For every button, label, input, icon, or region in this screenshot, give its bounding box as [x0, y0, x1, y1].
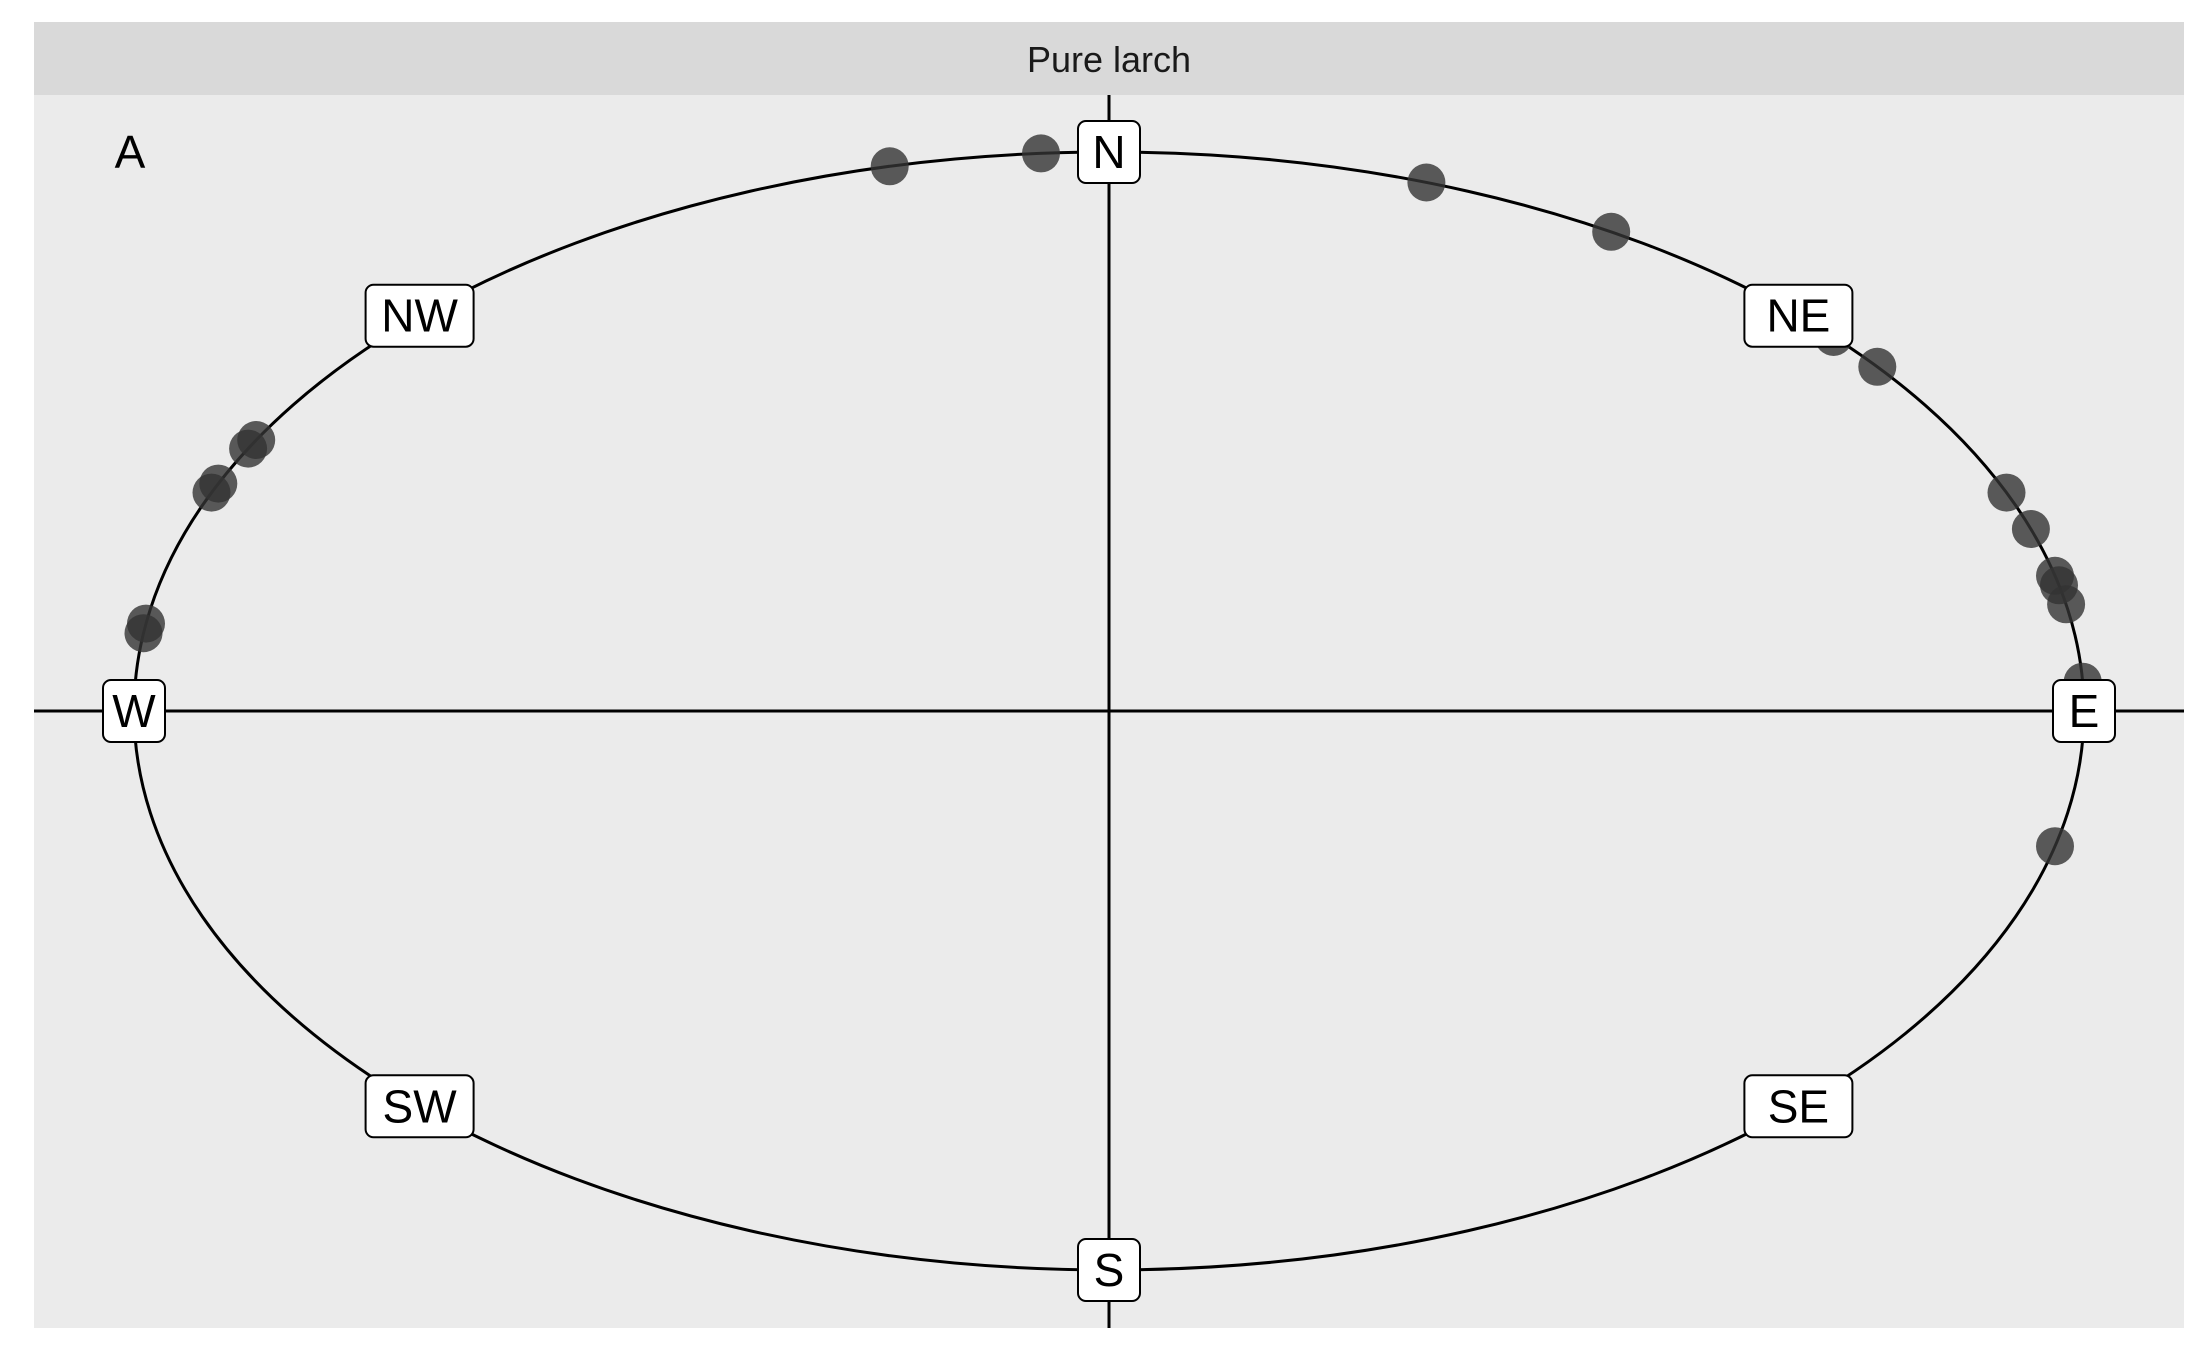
data-point — [192, 473, 231, 512]
direction-label-box — [1077, 1238, 1141, 1302]
direction-label-text: S — [1094, 1244, 1125, 1296]
data-point — [124, 614, 163, 653]
panel-tag: A — [115, 126, 146, 178]
direction-label-box — [1743, 283, 1854, 348]
facet-strip-label: Pure larch — [1027, 39, 1191, 80]
direction-label-text: W — [112, 685, 156, 737]
direction-label-box — [2052, 679, 2116, 743]
facet-strip — [34, 22, 2184, 95]
direction-label-nw: NW — [364, 283, 475, 348]
data-point — [2047, 585, 2086, 624]
data-point — [237, 421, 276, 459]
direction-label-text: NE — [1766, 290, 1830, 342]
direction-label-text: E — [2069, 685, 2100, 737]
data-point — [1858, 347, 1897, 386]
direction-label-text: NW — [381, 290, 458, 342]
direction-label-n: N — [1077, 120, 1141, 184]
data-point — [1022, 134, 1060, 173]
direction-label-text: SW — [383, 1080, 458, 1132]
data-point — [1592, 212, 1631, 251]
direction-label-text: SE — [1768, 1080, 1829, 1132]
direction-label-w: W — [102, 679, 166, 743]
data-point — [1407, 163, 1446, 202]
direction-label-se: SE — [1743, 1074, 1854, 1139]
direction-label-box — [364, 1074, 475, 1139]
direction-label-box — [102, 679, 166, 743]
direction-label-box — [1743, 1074, 1854, 1139]
data-point — [2036, 827, 2074, 866]
direction-label-box — [1077, 120, 1141, 184]
direction-label-sw: SW — [364, 1074, 475, 1139]
direction-label-box — [364, 283, 475, 348]
data-point — [870, 147, 909, 186]
data-point — [2011, 510, 2050, 548]
direction-label-ne: NE — [1743, 283, 1854, 348]
direction-label-s: S — [1077, 1238, 1141, 1302]
direction-label-e: E — [2052, 679, 2116, 743]
direction-labels: N NE E SE S SW W NW — [102, 120, 2116, 1302]
data-point — [1987, 473, 2026, 512]
direction-label-text: N — [1092, 126, 1125, 178]
